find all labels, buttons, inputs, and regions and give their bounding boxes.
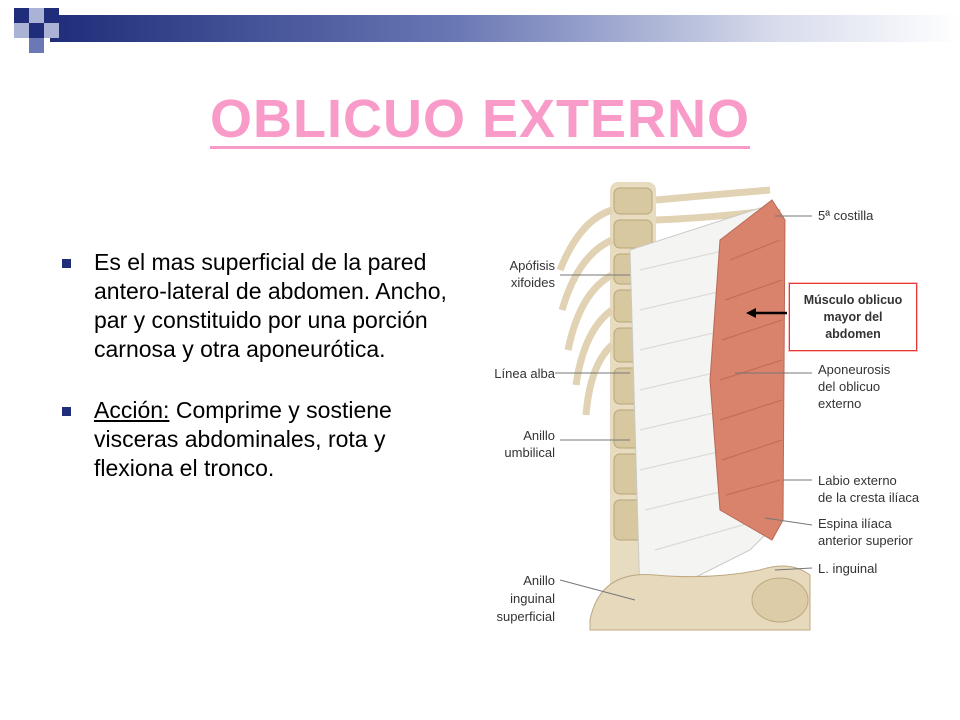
bullet-text: Es el mas superficial de la pared antero… [94, 249, 447, 362]
callout-arrow-icon [746, 308, 787, 318]
bullet-item-action: Acción: Comprime y sostiene visceras abd… [60, 396, 460, 483]
label-costilla: 5ª costilla [818, 208, 874, 223]
callout-line-2: mayor del [823, 309, 883, 324]
header-decoration [14, 8, 960, 53]
bullet-item-description: Es el mas superficial de la pared antero… [60, 248, 460, 364]
bullet-list: Es el mas superficial de la pared antero… [60, 248, 460, 515]
label-linea-alba: Línea alba [494, 366, 555, 381]
square-bullet-icon [62, 407, 71, 416]
action-text: Comprime y sostiene visceras abdominales… [94, 397, 392, 481]
slide-title: OBLICUO EXTERNO [209, 89, 751, 149]
callout-line-3: abdomen [825, 326, 881, 341]
ribs-illustration [556, 206, 615, 416]
callout-line-1: Músculo oblicuo [803, 292, 903, 307]
square-bullet-icon [62, 259, 71, 268]
muscle-callout-box: Músculo oblicuo mayor del abdomen [789, 283, 917, 351]
label-inguinal: L. inguinal [818, 561, 877, 576]
action-label: Acción: [94, 397, 170, 423]
